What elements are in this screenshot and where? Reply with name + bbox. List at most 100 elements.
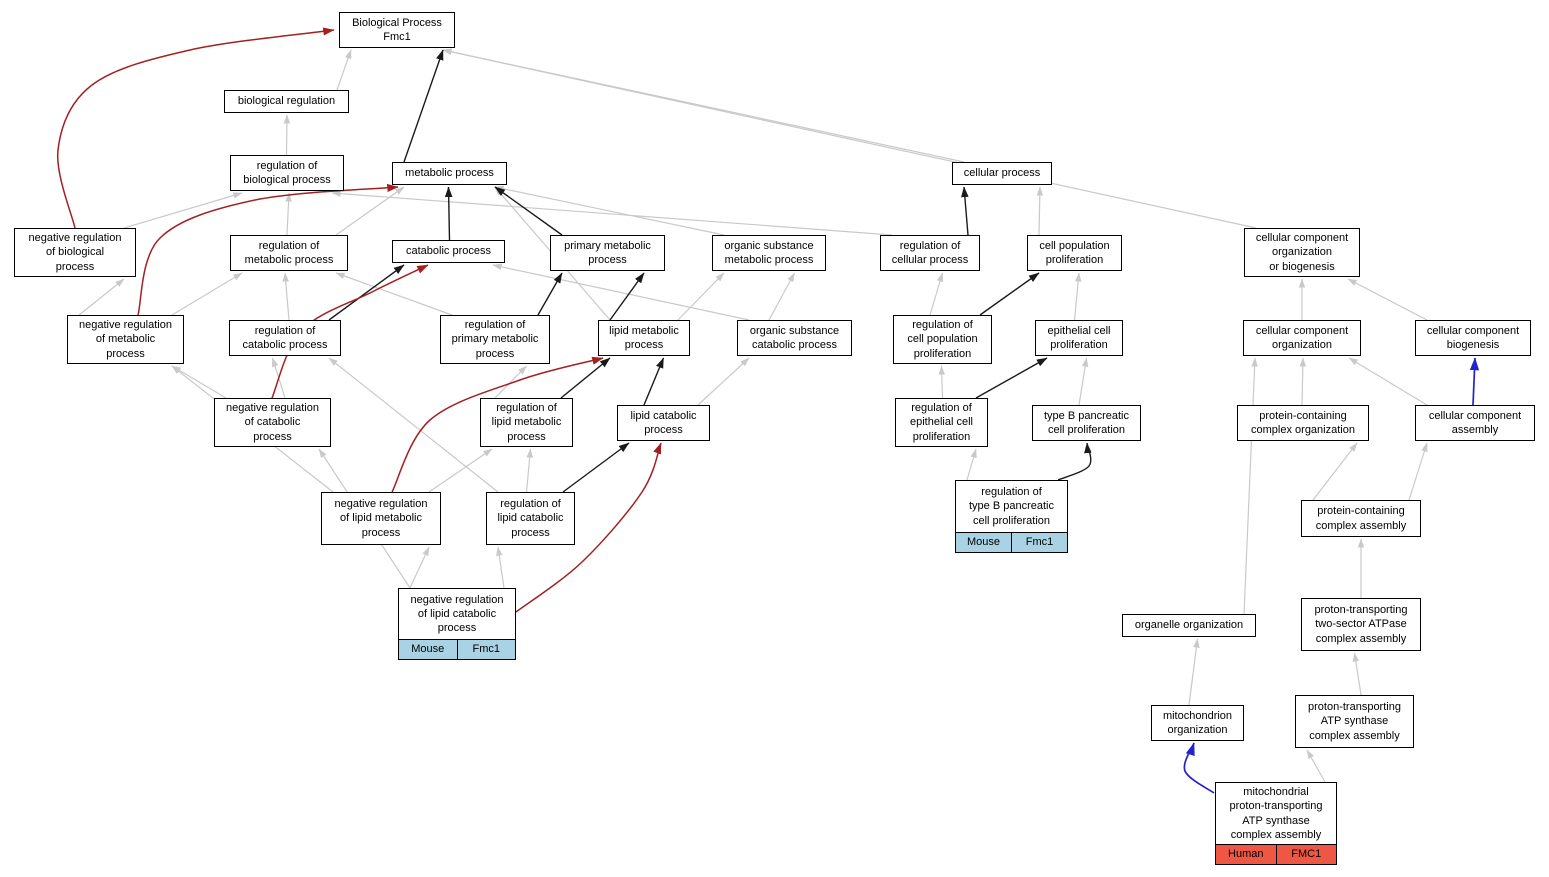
edge-cc_orgbio-to-bp	[442, 48, 1257, 229]
go-term-label: organelle organization	[1134, 619, 1244, 632]
edge-org_metab-to-metab	[494, 185, 725, 236]
edge-reg_prim-to-prim_metab	[537, 272, 563, 316]
edge-prim_metab-to-metab	[494, 186, 563, 236]
go-term-node-metab[interactable]: metabolic process	[392, 162, 507, 185]
go-term-node-cell_proc[interactable]: cellular process	[952, 162, 1052, 185]
annotation-cell[interactable]: Fmc1	[456, 640, 515, 659]
annotation-cell[interactable]: FMC1	[1275, 845, 1336, 864]
edge-cc_asm-to-cc_org	[1348, 357, 1428, 406]
edge-reg_lipid_catab-to-reg_catab	[328, 357, 499, 493]
edge-reg_prim-to-reg_metab	[335, 272, 453, 316]
edge-organelle-to-cc_org	[1243, 357, 1258, 615]
edge-metab-to-bp	[403, 49, 444, 163]
go-term-node-bio_reg[interactable]: biological regulation	[224, 90, 349, 113]
go-term-node-organelle[interactable]: organelle organization	[1122, 614, 1256, 637]
edge-reg_cell-to-cell_proc	[961, 186, 969, 236]
edge-lipid_catab-to-org_catab	[697, 357, 750, 406]
go-term-node-catab[interactable]: catabolic process	[392, 240, 505, 263]
edge-lipid_metab-to-prim_metab	[609, 272, 645, 321]
edge-reg_typeb-to-typeb	[1057, 442, 1092, 481]
edge-pcc_org-to-cc_org	[1299, 357, 1307, 406]
annotation-cell[interactable]: Human	[1216, 845, 1276, 864]
annotation-cell[interactable]: Mouse	[956, 533, 1011, 552]
edge-reg_metab-to-metab	[335, 186, 405, 236]
edge-reg_catab-to-catab	[328, 264, 405, 321]
annotation-cell[interactable]: Mouse	[399, 640, 457, 659]
edge-neg_lipid_metab-to-reg_lipid_metab	[428, 448, 493, 493]
go-term-label: metabolic process	[405, 167, 494, 180]
edge-org_catab-to-catab	[492, 263, 750, 321]
edge-cc_asm-to-cc_bio	[1469, 357, 1480, 406]
annotation-cell[interactable]: Fmc1	[1011, 533, 1067, 552]
edge-reg_epith-to-reg_cellpop	[938, 365, 946, 399]
edge-neg_catab-to-neg_metab	[171, 365, 227, 399]
edge-reg_lipid_catab-to-reg_lipid_metab	[525, 448, 533, 493]
edge-neg_bp-to-reg_bp	[123, 192, 243, 229]
edge-mito_org-to-organelle	[1188, 638, 1200, 706]
edge-pcc_asm-to-cc_asm	[1408, 442, 1428, 501]
edge-lipid_metab-to-org_metab	[677, 272, 725, 321]
edge-reg_cellpop-to-cell_pop	[979, 272, 1040, 316]
edge-lipid_catab-to-lipid_metab	[643, 357, 665, 406]
edge-neg_lipid_catab-to-reg_lipid_catab	[496, 546, 505, 589]
edge-reg_epith-to-epith	[975, 357, 1048, 399]
edge-epith-to-cell_pop	[1073, 272, 1082, 321]
edge-neg_bp-to-bp	[56, 27, 335, 229]
edge-typeb-to-epith	[1078, 357, 1089, 406]
